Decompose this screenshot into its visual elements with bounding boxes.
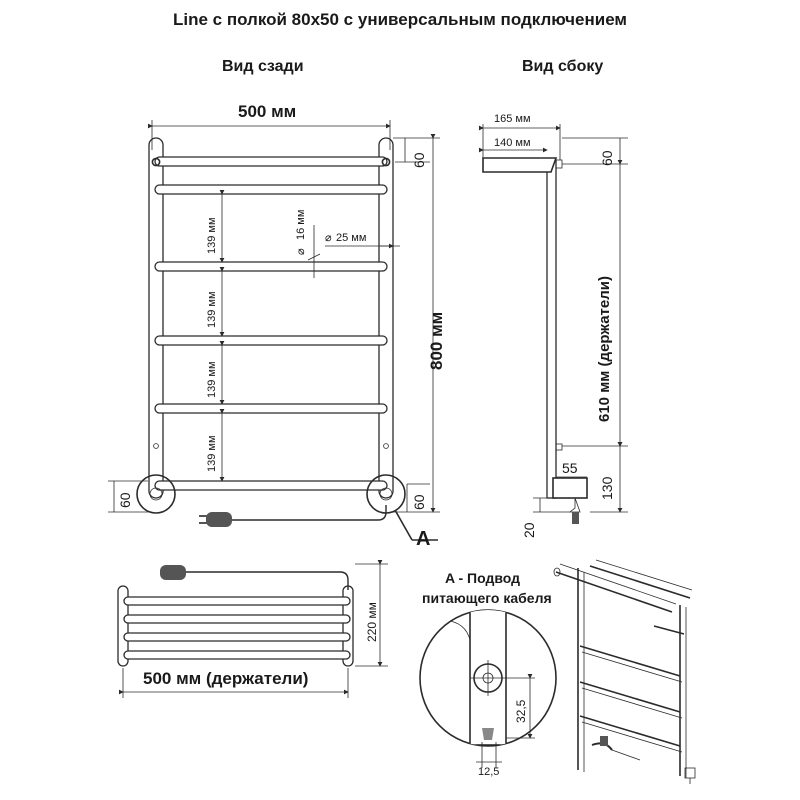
plug-icon — [199, 512, 232, 527]
wall-gap-label: 55 — [562, 460, 578, 476]
side-shelf — [482, 157, 558, 173]
shelf-bar — [123, 650, 351, 660]
detail-a: A - Подвод питающего кабеля 32,5 12,5 — [419, 570, 557, 778]
mount-hole — [381, 157, 391, 167]
rear-view: A 500 мм 800 мм 60 60 60 139 мм 139 мм 1… — [108, 102, 446, 550]
shelf-bar — [123, 632, 351, 642]
holders-width-label: 500 мм (держатели) — [143, 669, 308, 688]
rung — [154, 403, 388, 414]
side-view-heading: Вид сбоку — [522, 58, 604, 75]
top-view: 500 мм (держатели) 220 мм — [117, 560, 388, 698]
top-depth-label: 220 мм — [365, 602, 379, 642]
shelf-bar — [123, 614, 351, 624]
power-cable — [232, 505, 387, 521]
rung-spacing-label: 139 мм — [206, 217, 218, 254]
top-view-cable — [185, 571, 349, 590]
height-label: 800 мм — [427, 312, 446, 370]
bottom-rung — [154, 480, 388, 491]
pipe-diameter-symbol: ⌀ — [325, 232, 332, 244]
holders-span-label: 610 мм (держатели) — [596, 276, 613, 422]
width-label: 500 мм — [238, 102, 296, 121]
side-view: 165 мм 140 мм 60 610 мм (держатели) 55 1… — [479, 113, 628, 538]
detail-height-label: 32,5 — [514, 699, 528, 723]
left-connector-circle — [136, 474, 176, 514]
side-post — [546, 159, 557, 499]
mount-hole — [151, 157, 161, 167]
connector-height-label: 20 — [521, 522, 537, 538]
rung — [154, 335, 388, 346]
side-top-offset-label: 60 — [599, 150, 615, 166]
drawing-title: Line с полкой 80x50 с универсальным подк… — [172, 10, 628, 29]
detail-title-line1: A - Подвод — [445, 570, 520, 586]
callout-leader — [394, 509, 413, 541]
mount-hole — [153, 443, 159, 449]
left-holder — [117, 585, 129, 667]
rung — [154, 184, 388, 195]
top-offset-label: 60 — [411, 152, 427, 168]
top-rung — [154, 156, 388, 167]
side-bottom-offset-label: 130 — [599, 476, 615, 500]
side-connector-box — [552, 477, 588, 499]
rear-view-heading: Вид сзади — [222, 58, 304, 75]
callout-label: A — [416, 528, 430, 550]
rung-spacing-label: 139 мм — [206, 291, 218, 328]
top-plug-icon — [160, 565, 186, 580]
rung-diameter-symbol: ⌀ — [295, 248, 307, 255]
side-depth-total-label: 165 мм — [494, 113, 531, 125]
rung-diameter-label: 16 мм — [295, 210, 307, 240]
bottom-offset-left-label: 60 — [117, 492, 133, 508]
rung-spacing-label: 139 мм — [206, 435, 218, 472]
side-depth-shelf-label: 140 мм — [494, 137, 531, 149]
detail-title-line2: питающего кабеля — [422, 590, 552, 606]
side-plug-icon — [572, 512, 579, 524]
mount-hole — [383, 443, 389, 449]
bottom-offset-right-label: 60 — [411, 494, 427, 510]
pipe-diameter-label: 25 мм — [336, 232, 366, 244]
rung-spacing-label: 139 мм — [206, 361, 218, 398]
rung — [154, 261, 388, 272]
perspective-plug-icon — [600, 736, 608, 746]
perspective-view — [553, 559, 696, 784]
shelf-bar — [123, 596, 351, 606]
detail-width-label: 12,5 — [478, 766, 499, 778]
